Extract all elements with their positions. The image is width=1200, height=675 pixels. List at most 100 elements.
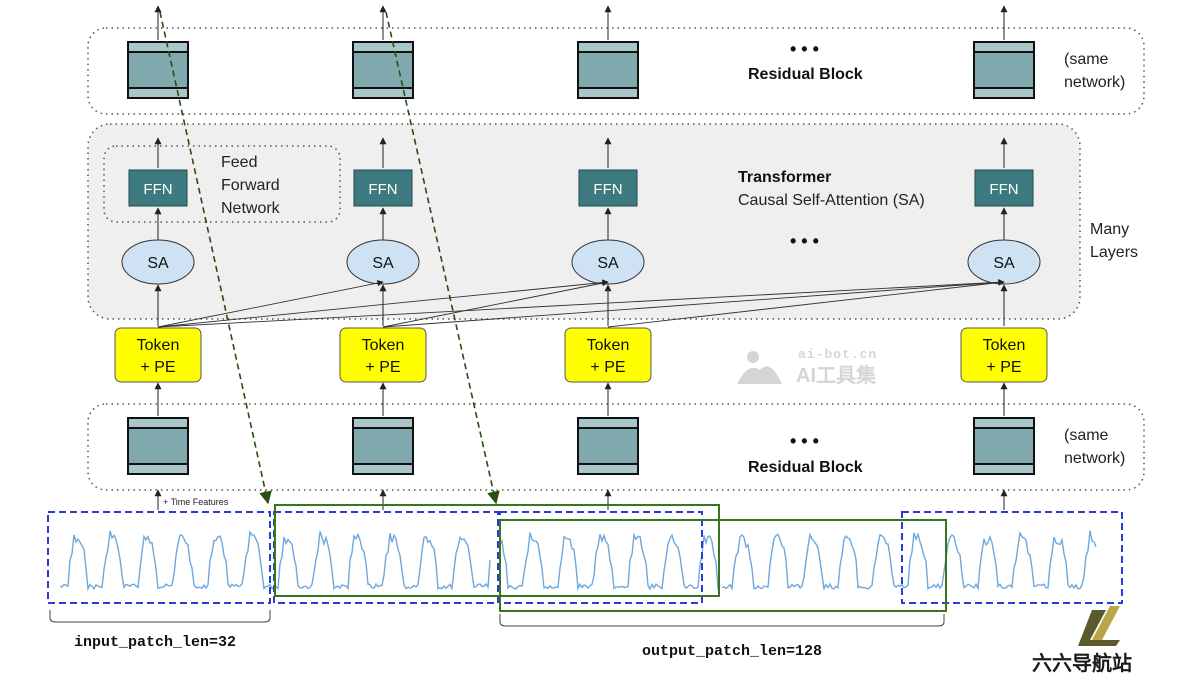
series-forecast-near <box>499 532 721 592</box>
site-name-watermark: 六六导航站 <box>1032 651 1132 675</box>
ellipsis-top: • • • <box>790 39 819 59</box>
token-rect-2 <box>564 327 652 383</box>
sa-nodes: SA SA SA SA <box>121 239 1041 285</box>
causal-sa-label: Causal Self-Attention (SA) <box>738 192 925 209</box>
attention-line-0-3 <box>157 279 1005 328</box>
same-network-bottom-2: network) <box>1064 450 1125 467</box>
ffn-rect-1 <box>353 169 413 207</box>
residual-block-bottom-3-top-band <box>973 417 1035 429</box>
patch-boxes <box>47 504 1123 612</box>
residual-block-bottom-1-bottom-band <box>352 463 414 475</box>
token-label-line1-3: Token <box>983 337 1026 354</box>
ffn-box-1: FFN <box>353 169 413 207</box>
residual-block-top-2-top-band <box>577 41 639 53</box>
residual-block-top-0-bottom-band <box>127 87 189 99</box>
many-layers-2: Layers <box>1090 244 1138 261</box>
residual-block-top-1 <box>352 41 414 99</box>
residual-block-bottom-2-bottom-band <box>577 463 639 475</box>
transformer-title: Transformer <box>738 169 831 186</box>
ffn-label-3: FFN <box>989 181 1018 198</box>
residual-block-top-0 <box>127 41 189 99</box>
ffn-boxes: FFN FFN FFN FFN <box>128 169 1034 207</box>
residual-block-top-3 <box>973 41 1035 99</box>
token-rect-1 <box>339 327 427 383</box>
skip-arrow-1 <box>159 11 272 505</box>
residual-block-label-top: Residual Block <box>748 66 863 83</box>
attention-line-1-2 <box>382 280 609 328</box>
residual-block-top-1-bottom-band <box>352 87 414 99</box>
time-features-label: + Time Features <box>163 497 229 507</box>
output-patch-box-2 <box>499 519 947 612</box>
ffn-box-0: FFN <box>128 169 188 207</box>
ffn-label-1: FFN <box>368 181 397 198</box>
residual-block-top-0-top-band <box>127 41 189 53</box>
aibot-watermark: ai-bot.cn AI工具集 <box>737 347 877 387</box>
residual-block-bottom-0-top-band <box>127 417 189 429</box>
same-network-top-1: (same <box>1064 51 1109 68</box>
input-bracket <box>49 610 271 623</box>
sa-label-1: SA <box>372 255 394 272</box>
residual-blocks <box>127 41 1035 475</box>
sa-node-2: SA <box>571 239 645 285</box>
residual-block-top-2 <box>577 41 639 99</box>
ffn-rect-3 <box>974 169 1034 207</box>
residual-block-bottom-3-bottom-band <box>973 463 1035 475</box>
sa-label-2: SA <box>597 255 619 272</box>
residual-block-bottom-1 <box>352 417 414 475</box>
aibot-watermark-small: ai-bot.cn <box>798 347 877 362</box>
residual-block-bottom-1-top-band <box>352 417 414 429</box>
skip-arrow-2 <box>385 11 500 505</box>
token-rect-3 <box>960 327 1048 383</box>
residual-block-bottom-0-bottom-band <box>127 463 189 475</box>
feed-forward-label-3: Network <box>221 200 281 217</box>
ffn-box-2: FFN <box>578 169 638 207</box>
top-residual-group <box>87 27 1145 115</box>
ffn-label-2: FFN <box>593 181 622 198</box>
residual-block-top-2-bottom-band <box>577 87 639 99</box>
input-patch-box-2 <box>499 511 703 604</box>
site-logo: 六六导航站 <box>1032 606 1132 675</box>
ffn-box-3: FFN <box>974 169 1034 207</box>
series-forecast-far <box>721 530 1097 591</box>
token-label-line2-1: + PE <box>365 359 400 376</box>
token-label-line1-1: Token <box>362 337 405 354</box>
aibot-watermark-large: AI工具集 <box>796 363 877 387</box>
sa-label-3: SA <box>993 255 1015 272</box>
output-patch-len-label: output_patch_len=128 <box>642 643 822 660</box>
feed-forward-label-2: Forward <box>221 177 280 194</box>
ellipsis-middle: • • • <box>790 231 819 251</box>
ffn-rect-2 <box>578 169 638 207</box>
transformer-region <box>87 123 1081 320</box>
token-box-3: Token+ PE <box>960 327 1048 383</box>
token-label-line2-0: + PE <box>140 359 175 376</box>
residual-block-bottom-0 <box>127 417 189 475</box>
token-label-line1-0: Token <box>137 337 180 354</box>
input-patch-len-label: input_patch_len=32 <box>74 634 236 651</box>
attention-line-0-2 <box>157 279 609 328</box>
residual-block-bottom-2 <box>577 417 639 475</box>
residual-block-label-bottom: Residual Block <box>748 459 863 476</box>
ellipsis-bottom: • • • <box>790 431 819 451</box>
token-label-line1-2: Token <box>587 337 630 354</box>
token-box-1: Token + PE <box>339 327 427 383</box>
sa-node-3: SA <box>967 239 1041 285</box>
input-patch-box-3 <box>901 511 1123 604</box>
many-layers-1: Many <box>1090 221 1129 238</box>
ffn-label-0: FFN <box>143 181 172 198</box>
token-box-2: Token + PE <box>564 327 652 383</box>
ffn-rect-0 <box>128 169 188 207</box>
feed-forward-label-1: Feed <box>221 154 257 171</box>
residual-block-top-1-top-band <box>352 41 414 53</box>
feed-forward-group <box>103 145 341 223</box>
output-patch-box-1 <box>274 504 720 597</box>
attention-line-2-3 <box>607 279 1005 328</box>
sa-node-0: SA <box>121 239 195 285</box>
output-bracket <box>499 614 945 627</box>
residual-block-bottom-2-top-band <box>577 417 639 429</box>
attention-line-0-1 <box>157 280 384 328</box>
token-label-line2-2: + PE <box>590 359 625 376</box>
sa-node-1: SA <box>346 239 420 285</box>
